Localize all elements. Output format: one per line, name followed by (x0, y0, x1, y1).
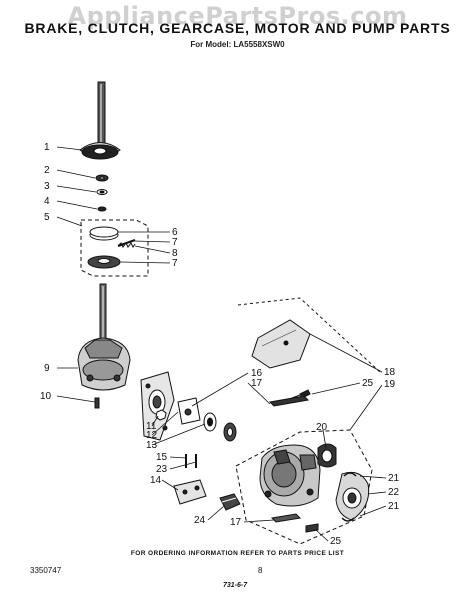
callout-6: 6 (172, 227, 178, 238)
callout-5: 5 (44, 212, 50, 223)
ordering-note: FOR ORDERING INFORMATION REFER TO PARTS … (130, 550, 345, 557)
page-title: BRAKE, CLUTCH, GEARCASE, MOTOR AND PUMP … (24, 20, 451, 36)
callout-25b: 25 (330, 536, 342, 547)
callout-14: 14 (150, 475, 162, 486)
grommet-24 (219, 493, 241, 511)
motor-bracket-14 (173, 479, 207, 505)
callout-10: 10 (40, 391, 52, 402)
leader-lines (56, 146, 387, 542)
motor-bolt-25 (305, 523, 319, 533)
pump-20 (317, 443, 337, 468)
motor (259, 444, 321, 507)
clamp-21-top (343, 472, 357, 477)
pulley-13 (203, 412, 217, 432)
callout-18: 18 (384, 367, 396, 378)
callout-2: 2 (44, 165, 50, 176)
gearcase-bolt (94, 397, 100, 409)
coupling-13 (223, 422, 237, 442)
drive-belt-17 (268, 395, 310, 407)
callout-23: 23 (156, 464, 168, 475)
callout-21b: 21 (388, 501, 400, 512)
gearcase (77, 337, 131, 391)
callout-20: 20 (316, 422, 328, 433)
callout-9: 9 (44, 363, 50, 374)
page-number: 8 (258, 566, 263, 575)
callout-11: 11 (146, 421, 157, 432)
callout-labels: 1 2 3 4 5 6 7 8 7 9 10 11 12 13 16 17 18… (40, 142, 400, 547)
document-number: 3350747 (30, 566, 62, 575)
callout-16: 16 (251, 368, 263, 379)
brake-hub (79, 142, 121, 160)
callout-19: 19 (384, 379, 396, 390)
brake-kit-box (80, 219, 149, 277)
callout-1: 1 (44, 142, 50, 153)
dashed-outline-18 (237, 297, 381, 373)
callout-21a: 21 (388, 473, 400, 484)
small-nut-11 (155, 409, 167, 421)
washer-4 (97, 206, 107, 212)
callout-17b: 17 (230, 517, 242, 528)
pump-housing-22 (335, 471, 370, 521)
screws-15 (185, 454, 197, 468)
callout-17a: 17 (251, 378, 263, 389)
callout-15: 15 (156, 452, 168, 463)
callout-8: 8 (172, 248, 178, 259)
revision-stamp: 731-6-7 (223, 582, 248, 589)
splash-shield (251, 319, 311, 369)
brake-shaft (97, 81, 106, 151)
bracket (177, 397, 201, 425)
clamp-21-bottom (341, 517, 355, 522)
callout-22: 22 (388, 487, 400, 498)
callout-24: 24 (194, 515, 206, 526)
callout-7a: 7 (172, 237, 178, 248)
washer-2 (95, 174, 109, 182)
callout-12: 12 (146, 430, 158, 441)
callout-4: 4 (44, 196, 50, 207)
callout-25a: 25 (362, 378, 374, 389)
model-subtitle: For Model: LA5558XSW0 (190, 40, 285, 49)
callout-13: 13 (146, 440, 158, 451)
watermark: AppliancePartsPros.com (67, 2, 408, 30)
callout-3: 3 (44, 181, 50, 192)
callout-7b: 7 (172, 258, 178, 269)
washer-3 (96, 189, 108, 195)
belt-17-lower (270, 513, 302, 523)
